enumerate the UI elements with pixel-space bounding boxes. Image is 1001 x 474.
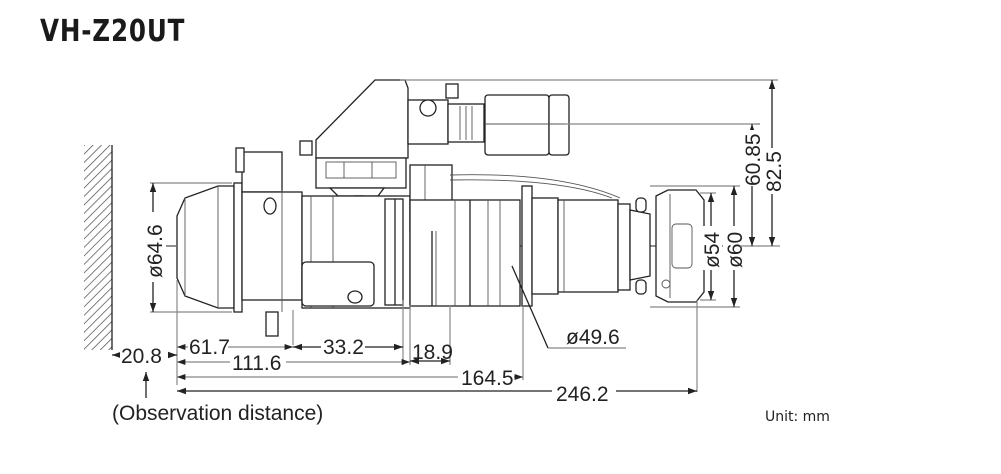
front-diameter-label: ø64.6 — [144, 224, 167, 278]
dim-front-diameter: ø64.6 — [140, 182, 232, 313]
dim-mount-diameters: ø54 ø60 — [650, 185, 747, 308]
svg-text:ø49.6: ø49.6 — [566, 326, 620, 349]
svg-text:61.7: 61.7 — [189, 336, 230, 359]
unit-label: Unit: mm — [765, 409, 830, 425]
dim-ring-diameter: ø49.6 — [511, 265, 626, 349]
observation-distance-label: (Observation distance) — [112, 402, 324, 425]
svg-text:164.5: 164.5 — [461, 367, 514, 390]
dim-row-3: 164.5 — [177, 365, 523, 390]
lens-mount — [655, 189, 705, 303]
svg-text:ø60: ø60 — [724, 232, 747, 268]
svg-text:33.2: 33.2 — [323, 336, 364, 359]
dim-row-1: 20.8 61.7 33.2 18.9 — [112, 333, 453, 368]
svg-text:246.2: 246.2 — [556, 383, 609, 406]
front-body — [235, 147, 303, 337]
dim-row-4: 246.2 — [177, 379, 697, 406]
svg-text:18.9: 18.9 — [412, 341, 453, 364]
svg-text:60.85: 60.85 — [742, 133, 765, 186]
front-lens — [176, 182, 243, 313]
dim-row-2: 111.6 — [177, 350, 410, 375]
prism-housing — [299, 79, 409, 209]
dim-heights: 60.85 82.5 — [400, 79, 786, 247]
observation-distance-value: 20.8 — [121, 345, 162, 368]
svg-text:111.6: 111.6 — [232, 352, 281, 375]
svg-text:ø54: ø54 — [701, 231, 724, 268]
grip-block — [301, 261, 375, 307]
flange-ring — [521, 185, 533, 307]
main-barrel — [301, 164, 651, 309]
observation-wall — [84, 145, 113, 350]
knob-bottom — [265, 311, 279, 337]
model-title: VH-Z20UT — [40, 14, 186, 49]
svg-text:82.5: 82.5 — [763, 151, 786, 192]
eyepiece — [407, 83, 760, 156]
